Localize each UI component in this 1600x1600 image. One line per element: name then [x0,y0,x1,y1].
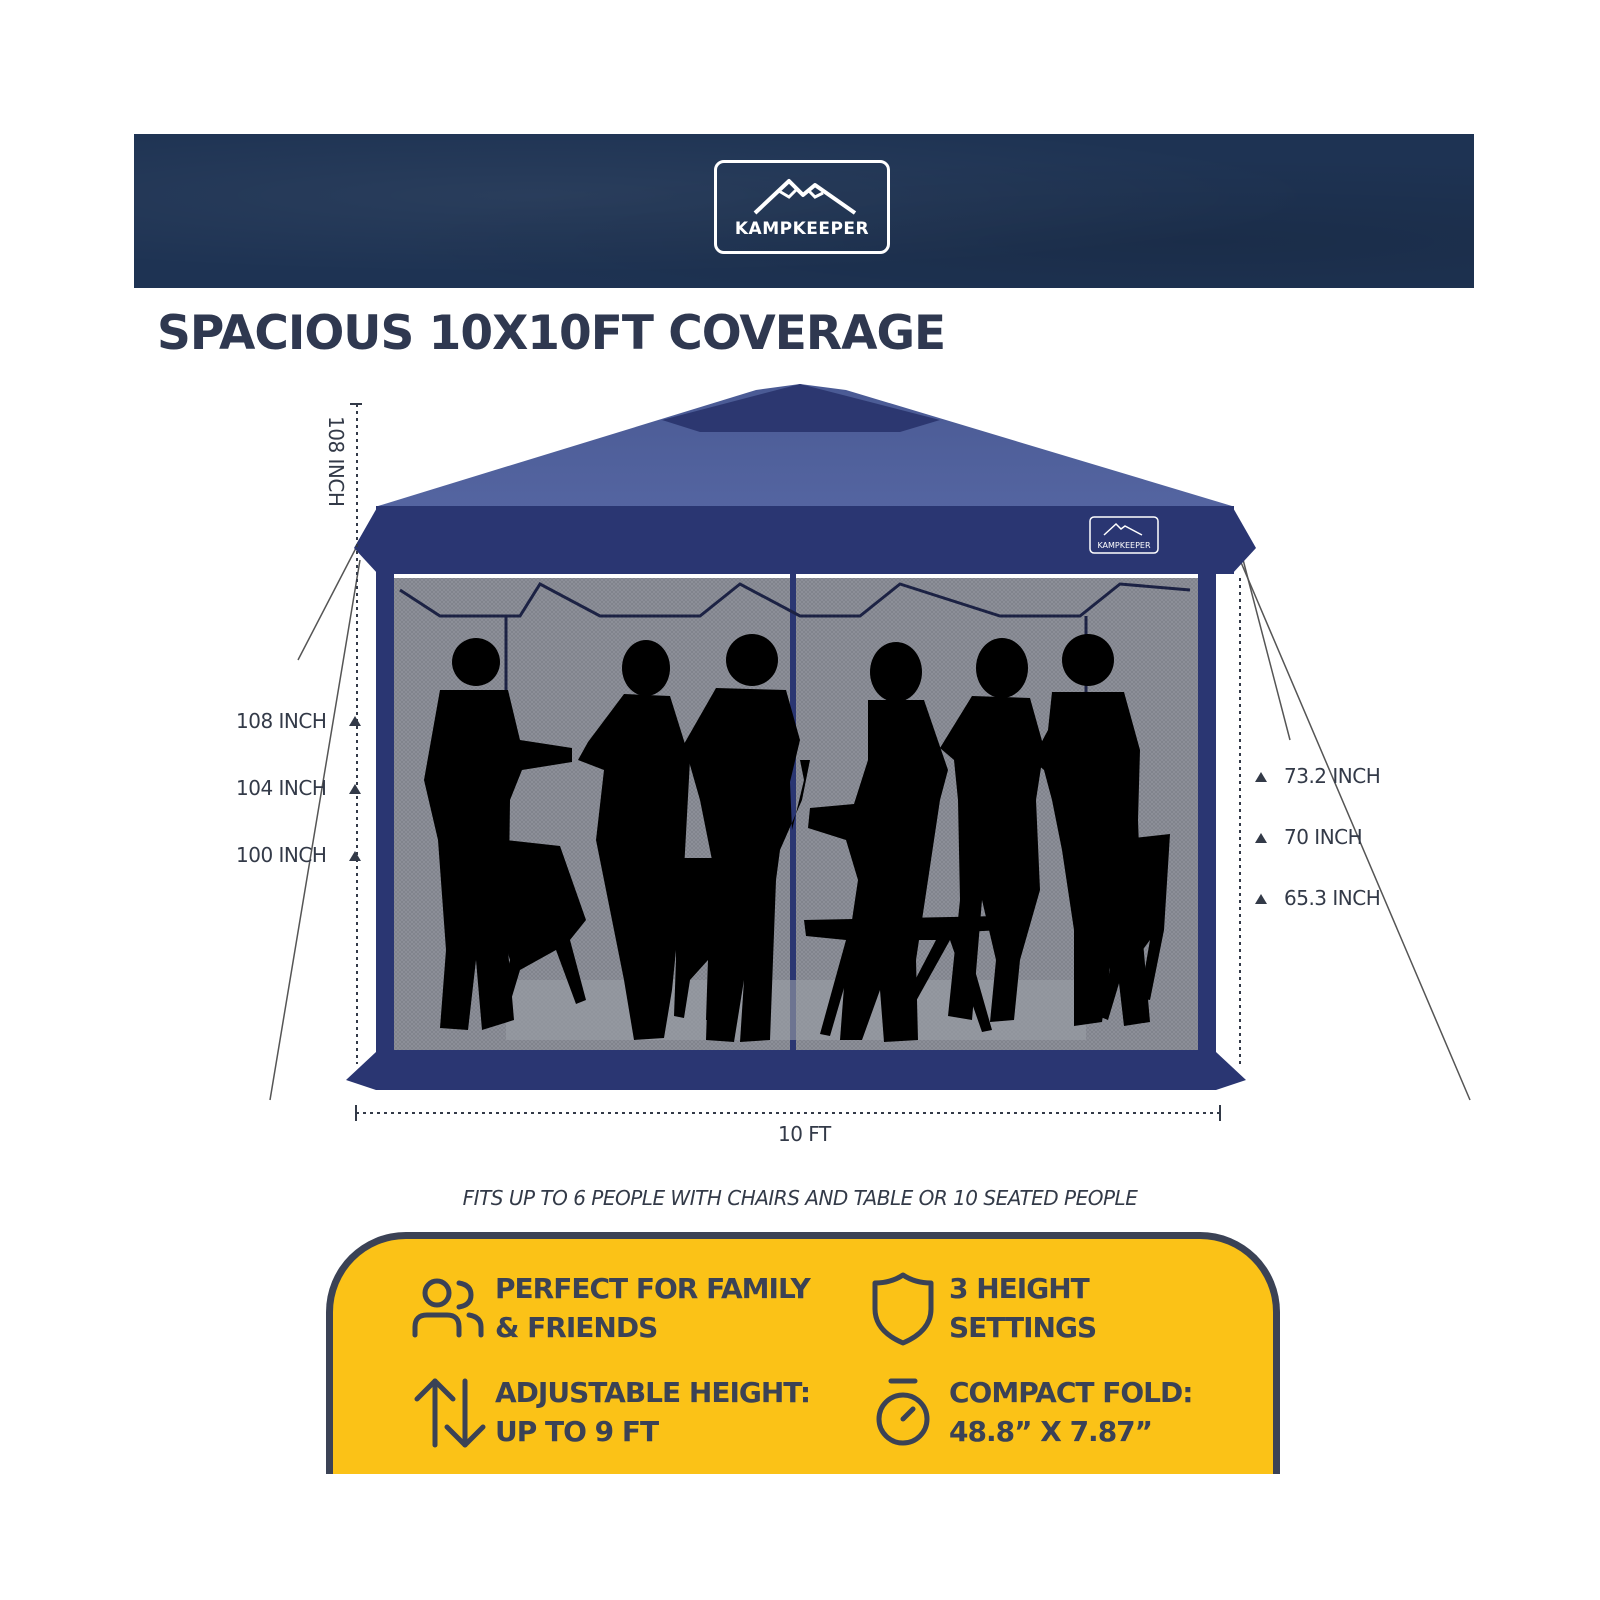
triangle-up-icon [349,851,361,861]
header-banner: KAMPKEEPER [134,134,1474,288]
feature-height-settings: 3 HEIGHT SETTINGS [863,1269,1097,1349]
feature-adjustable-height-line1: ADJUSTABLE HEIGHT: [495,1376,811,1409]
left-height-label-2: 104 INCH [236,776,327,800]
brand-name: KAMPKEEPER [734,219,870,239]
people-icon [412,1278,484,1338]
feature-compact-fold-line2: 48.8” X 7.87” [949,1415,1153,1448]
triangle-up-icon [1255,772,1267,782]
feature-height-settings-line1: 3 HEIGHT [949,1272,1090,1305]
tent-skirt [376,1050,1216,1090]
feature-family-line2: & FRIENDS [495,1311,658,1344]
feature-adjustable-height: ADJUSTABLE HEIGHT: UP TO 9 FT [409,1373,811,1453]
feature-adjustable-height-line2: UP TO 9 FT [495,1415,659,1448]
triangle-up-icon [1255,833,1267,843]
up-down-arrows-icon [414,1378,486,1448]
triangle-up-icon [1255,894,1267,904]
feature-compact-fold-line1: COMPACT FOLD: [949,1376,1193,1409]
people-silhouettes [424,634,1170,1042]
page-title: SPACIOUS 10X10FT COVERAGE [157,306,946,361]
shield-icon [872,1272,934,1346]
guy-ropes [269,547,1471,1101]
right-height-label-2: 70 INCH [1284,825,1363,849]
right-height-label-3: 65.3 INCH [1284,886,1381,910]
valance-logo-text: KAMPKEEPER [1097,541,1151,550]
left-height-label-1: 108 INCH [236,709,327,733]
width-label: 10 FT [778,1122,831,1146]
tent-valance [376,506,1234,574]
left-height-label-3: 100 INCH [236,843,327,867]
peak-height-label: 108 INCH [324,416,348,507]
right-height-label-1: 73.2 INCH [1284,764,1381,788]
feature-compact-fold: COMPACT FOLD: 48.8” X 7.87” [863,1373,1193,1453]
mesh-wall [392,578,1200,1052]
roof-vent [662,384,940,432]
tent-roof [378,384,1232,556]
triangle-up-icon [349,784,361,794]
dimension-lines [356,404,1241,1114]
feature-family-line1: PERFECT FOR FAMILY [495,1272,811,1305]
feature-family: PERFECT FOR FAMILY & FRIENDS [409,1269,811,1349]
mountain-logo-icon [753,179,857,215]
brand-logo: KAMPKEEPER [714,160,890,254]
capacity-caption: FITS UP TO 6 PEOPLE WITH CHAIRS AND TABL… [462,1186,1138,1210]
stopwatch-icon [876,1378,930,1446]
feature-height-settings-line2: SETTINGS [949,1311,1097,1344]
triangle-up-icon [349,716,361,726]
features-panel: PERFECT FOR FAMILY & FRIENDS 3 HEIGHT SE… [326,1232,1280,1474]
